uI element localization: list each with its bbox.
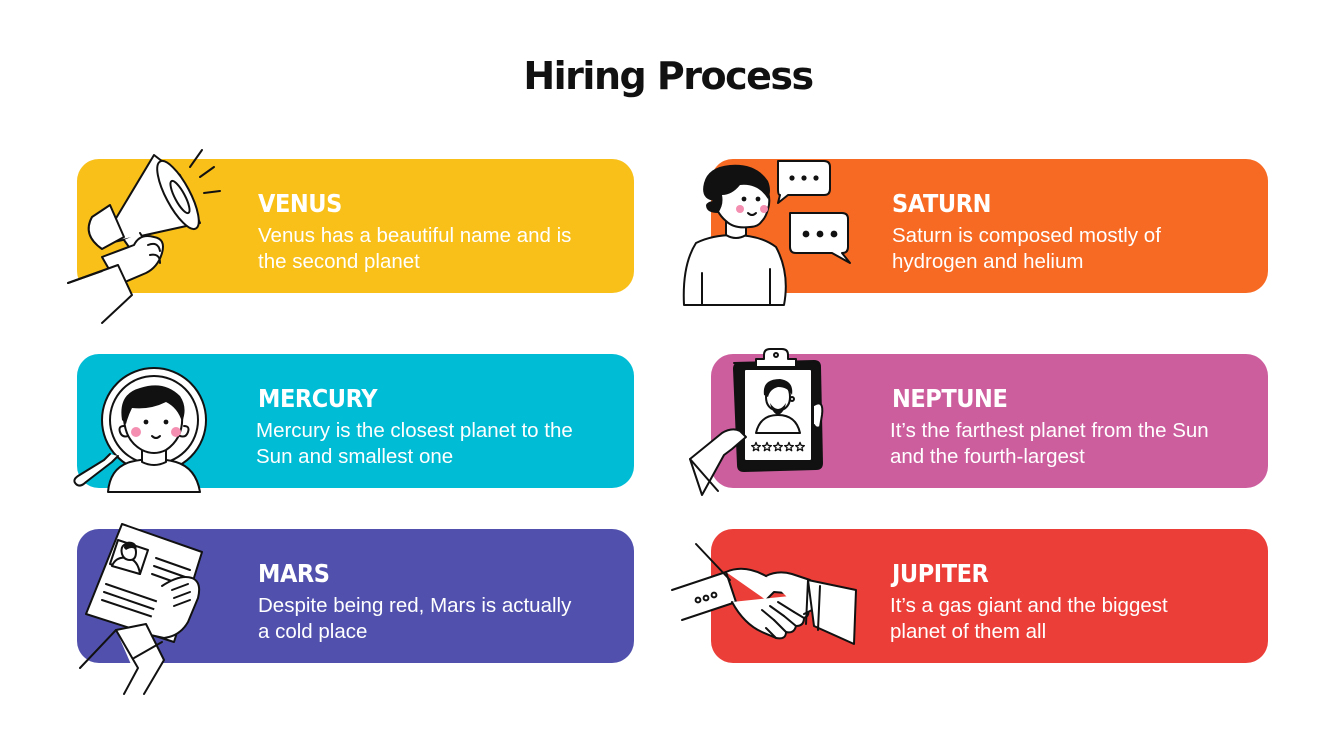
card-text: Mercury is the closest planet to the Sun… bbox=[256, 419, 573, 468]
card-title: MERCURY bbox=[258, 384, 378, 413]
megaphone-icon bbox=[67, 149, 221, 324]
page-title: Hiring Process bbox=[523, 54, 814, 98]
card-text: Saturn is composed mostly of hydrogen an… bbox=[892, 224, 1161, 273]
card-title: SATURN bbox=[892, 189, 991, 218]
card-text: It’s the farthest planet from the Sun an… bbox=[890, 419, 1209, 468]
star-icon bbox=[772, 441, 784, 452]
star-icon bbox=[794, 441, 806, 452]
handshake-icon bbox=[671, 543, 857, 645]
card-text: Despite being red, Mars is actually a co… bbox=[258, 594, 572, 643]
card-title: MARS bbox=[258, 559, 330, 588]
card-title: NEPTUNE bbox=[892, 384, 1008, 413]
star-icon bbox=[750, 441, 762, 452]
card-text: It’s a gas giant and the biggest planet … bbox=[890, 594, 1168, 643]
woman-speech-bubbles-icon bbox=[682, 160, 851, 306]
resume-document-icon bbox=[79, 523, 203, 695]
card-title: JUPITER bbox=[892, 559, 989, 588]
magnifier-candidate-icon bbox=[73, 367, 207, 493]
clipboard-rating-icon bbox=[689, 348, 824, 496]
card-title: VENUS bbox=[258, 189, 342, 218]
card-text: Venus has a beautiful name and is the se… bbox=[258, 224, 572, 273]
star-icon bbox=[761, 441, 773, 452]
rating-stars bbox=[750, 441, 806, 452]
star-icon bbox=[783, 441, 795, 452]
